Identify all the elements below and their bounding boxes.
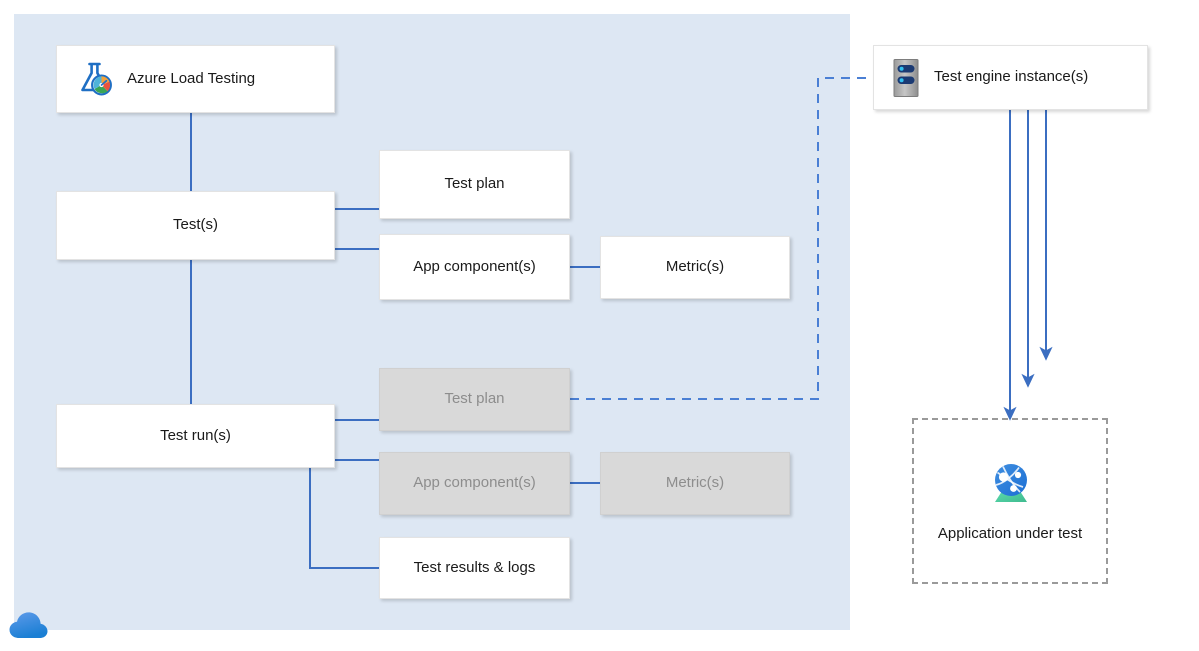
cloud-icon: [8, 608, 50, 642]
node-label: Metric(s): [665, 258, 725, 276]
external-region-panel: [850, 343, 1199, 651]
node-azure-load-testing[interactable]: Azure Load Testing: [56, 45, 335, 113]
node-label: Azure Load Testing: [127, 69, 256, 87]
region-application-under-test[interactable]: Application under test: [912, 418, 1108, 584]
node-test-runs[interactable]: Test run(s): [56, 404, 335, 468]
region-label: Application under test: [937, 524, 1083, 542]
flask-gauge-icon: [75, 60, 113, 98]
node-test-results-logs[interactable]: Test results & logs: [379, 537, 570, 599]
node-label: App component(s): [413, 474, 536, 492]
node-label: Test run(s): [160, 426, 231, 444]
node-tests[interactable]: Test(s): [56, 191, 335, 260]
node-label: App component(s): [413, 257, 536, 275]
node-label: Test plan: [444, 390, 505, 408]
node-metrics[interactable]: Metric(s): [600, 236, 790, 299]
node-label: Test(s): [173, 216, 218, 234]
node-label: Test results & logs: [413, 558, 536, 576]
node-test-plan-run[interactable]: Test plan: [379, 368, 570, 431]
node-label: Metric(s): [665, 474, 725, 492]
node-app-components[interactable]: App component(s): [379, 234, 570, 300]
node-test-plan[interactable]: Test plan: [379, 150, 570, 219]
node-test-engine-instances[interactable]: Test engine instance(s): [873, 45, 1148, 110]
server-rack-icon: [892, 58, 920, 98]
node-app-components-run[interactable]: App component(s): [379, 452, 570, 515]
node-label: Test plan: [444, 175, 505, 193]
globe-network-icon: [983, 458, 1037, 510]
node-label: Test engine instance(s): [934, 68, 1089, 86]
node-metrics-run[interactable]: Metric(s): [600, 452, 790, 515]
